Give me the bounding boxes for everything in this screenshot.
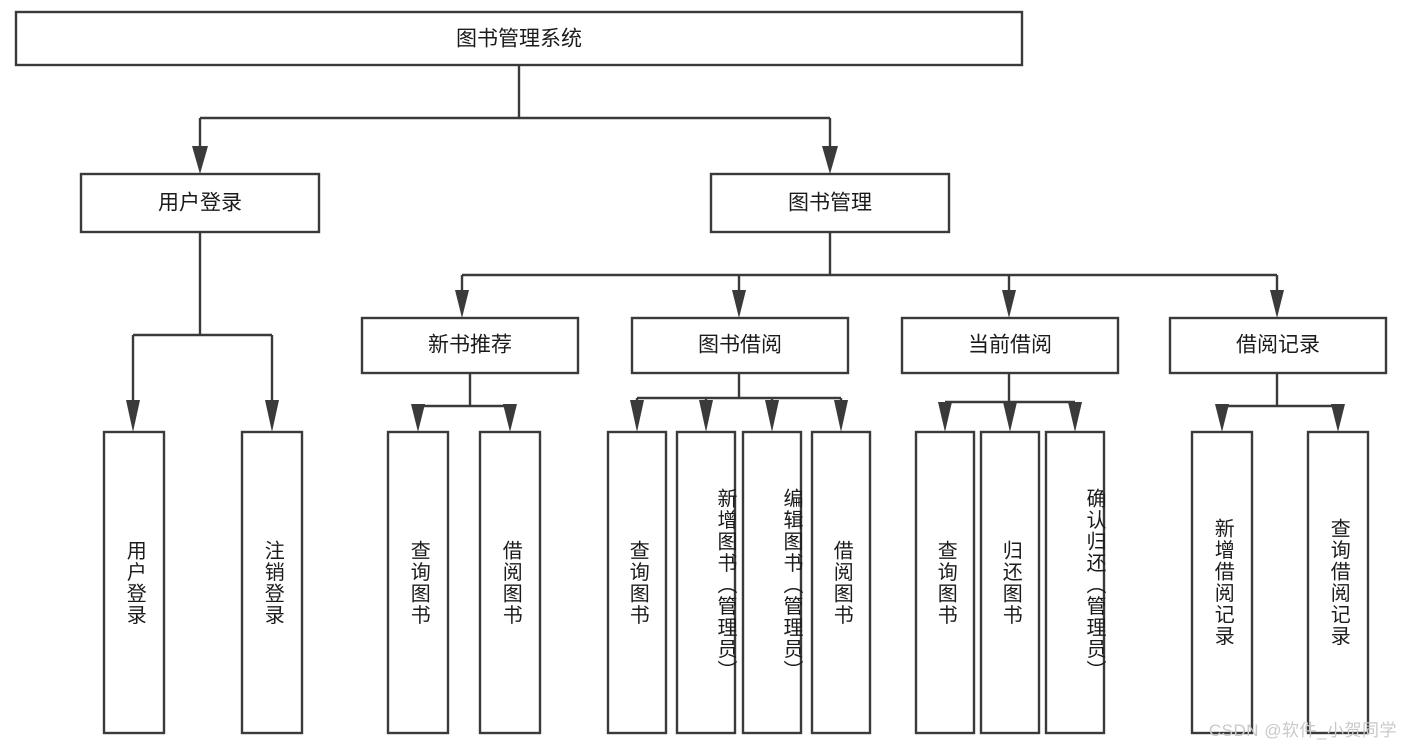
connector-group-record (1215, 373, 1345, 432)
arrow-head-icon (699, 400, 713, 432)
leaf-box-logout-login[interactable] (240, 430, 304, 735)
arrow-head-icon (411, 404, 425, 432)
arrow-head-icon (1068, 402, 1082, 432)
node-new-book-recommend[interactable]: 新书推荐 (360, 316, 580, 375)
arrow-head-icon (1003, 402, 1017, 432)
leaf-box-confirm-return-admin[interactable] (1044, 430, 1106, 735)
node-user-login-box[interactable] (79, 172, 321, 234)
leaf-box-query-book-2[interactable] (606, 430, 668, 735)
node-book-borrow[interactable]: 图书借阅 (630, 316, 850, 375)
leaf-box-add-book-admin[interactable] (675, 430, 737, 735)
arrow-head-icon (503, 404, 517, 432)
node-book-borrow-label: 图书借阅 (698, 334, 782, 357)
leaf-box-query-book-1[interactable] (386, 430, 450, 735)
watermark-text: CSDN @软件_小贺同学 (1208, 721, 1397, 740)
node-book-management-label: 图书管理 (788, 192, 872, 215)
leaf-group-borrow-record (1190, 430, 1370, 735)
leaf-group-current-borrow (914, 430, 1106, 735)
arrow-head-icon (822, 146, 838, 174)
connector-group-root (192, 65, 838, 174)
arrow-head-icon (1331, 404, 1345, 432)
leaf-box-user-login[interactable] (102, 430, 166, 735)
node-root-label: 图书管理系统 (456, 28, 582, 51)
node-user-login[interactable]: 用户登录 (79, 172, 321, 234)
node-new-book-recommend-label: 新书推荐 (428, 334, 512, 357)
connector-group-current (938, 373, 1082, 432)
arrow-head-icon (455, 290, 469, 318)
arrow-head-icon (834, 400, 848, 432)
arrow-head-icon (938, 402, 952, 432)
connector-group-borrow (630, 373, 848, 432)
arrow-head-icon (265, 400, 279, 432)
connector-group-userlogin (126, 232, 279, 432)
node-borrow-record[interactable]: 借阅记录 (1168, 316, 1388, 375)
leaf-box-query-borrow-record[interactable] (1306, 430, 1370, 735)
leaf-box-return-book[interactable] (979, 430, 1041, 735)
node-book-management-box[interactable] (709, 172, 951, 234)
arrow-head-icon (630, 400, 644, 432)
node-book-management[interactable]: 图书管理 (709, 172, 951, 234)
leaf-group-new-book-recommend (386, 430, 542, 735)
arrow-head-icon (1270, 290, 1284, 318)
leaf-group-user-login (102, 430, 304, 735)
leaf-box-add-borrow-record[interactable] (1190, 430, 1254, 735)
arrow-head-icon (192, 146, 208, 174)
arrow-head-icon (732, 290, 746, 318)
arrow-head-icon (1215, 404, 1229, 432)
leaf-box-borrow-book-2[interactable] (810, 430, 872, 735)
connector-group-bookmgmt (455, 232, 1284, 318)
leaf-box-edit-book-admin[interactable] (741, 430, 803, 735)
node-borrow-record-box[interactable] (1168, 316, 1388, 375)
leaf-box-borrow-book-1[interactable] (478, 430, 542, 735)
arrow-head-icon (1002, 290, 1016, 318)
node-root[interactable]: 图书管理系统 (14, 10, 1024, 67)
node-root-box[interactable] (14, 10, 1024, 67)
leaf-box-query-book-3[interactable] (914, 430, 976, 735)
arrow-head-icon (126, 400, 140, 432)
connector-group-newbook (411, 373, 517, 432)
node-borrow-record-label: 借阅记录 (1236, 334, 1320, 357)
node-current-borrow[interactable]: 当前借阅 (900, 316, 1120, 375)
node-current-borrow-label: 当前借阅 (968, 334, 1052, 357)
node-book-borrow-box[interactable] (630, 316, 850, 375)
leaf-group-book-borrow (606, 430, 872, 735)
node-current-borrow-box[interactable] (900, 316, 1120, 375)
node-new-book-recommend-box[interactable] (360, 316, 580, 375)
arrow-head-icon (765, 400, 779, 432)
node-user-login-label: 用户登录 (158, 192, 242, 215)
